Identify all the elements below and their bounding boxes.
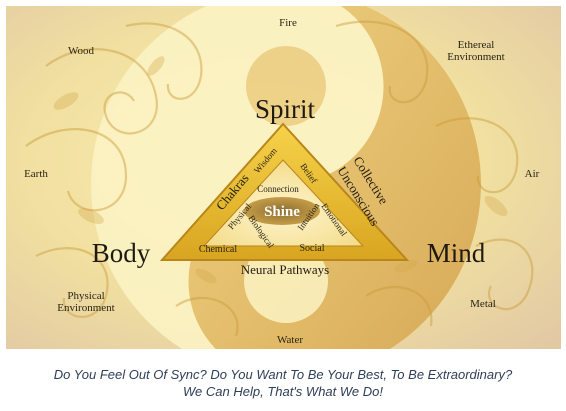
connection-label: Connection <box>257 184 299 194</box>
element-wood: Wood <box>68 45 95 57</box>
ethereal-label-line1: Ethereal <box>458 39 495 51</box>
ethereal-label-line2: Environment <box>447 51 504 63</box>
neural-pathways-label: Neural Pathways <box>241 262 329 277</box>
chemical-label: Chemical <box>199 244 238 255</box>
physical-env-label-line1: Physical <box>67 290 104 302</box>
element-air: Air <box>525 168 540 180</box>
element-earth: Earth <box>24 168 48 180</box>
body-label: Body <box>92 238 151 268</box>
caption-line1: Do You Feel Out Of Sync? Do You Want To … <box>53 367 513 382</box>
element-fire: Fire <box>279 17 297 29</box>
caption: Do You Feel Out Of Sync? Do You Want To … <box>0 366 566 400</box>
yin-yang-dark-dot <box>246 46 326 126</box>
physical-env-label-line2: Environment <box>57 302 114 314</box>
social-label: Social <box>300 243 325 254</box>
shine-label: Shine <box>264 204 300 220</box>
spirit-label: Spirit <box>255 94 316 124</box>
caption-line2: We Can Help, That's What We Do! <box>183 384 383 399</box>
element-metal: Metal <box>470 298 496 310</box>
yin-yang-diagram: Fire Wood Earth Air Metal Water Ethereal… <box>6 6 561 349</box>
mind-label: Mind <box>427 238 486 268</box>
shine-glow <box>244 197 320 225</box>
element-water: Water <box>277 334 303 346</box>
decorative-swirls <box>25 20 534 337</box>
decorative-leaves <box>53 56 508 284</box>
